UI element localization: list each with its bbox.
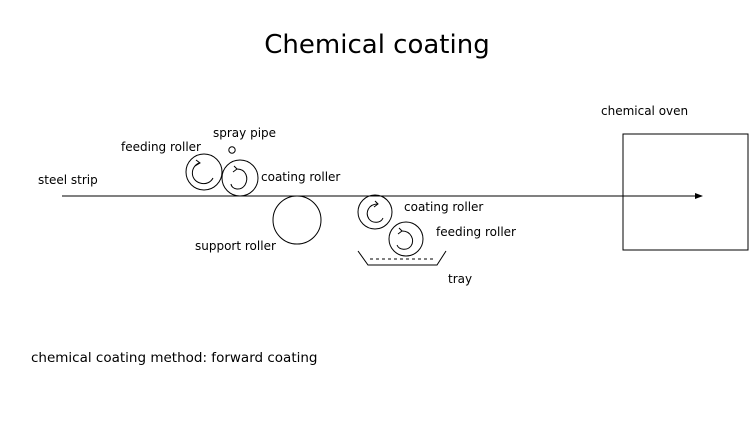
chemical-oven-box (622, 133, 749, 251)
tray-label: tray (448, 272, 472, 286)
coating-roller-top-label: coating roller (261, 170, 340, 184)
feeding-roller-bottom (388, 221, 424, 257)
arrowhead-icon (397, 227, 403, 235)
arrowhead-icon (373, 200, 379, 208)
feeding-roller-top-label: feeding roller (121, 140, 201, 154)
arrowhead-icon (232, 165, 238, 173)
support-roller-label: support roller (195, 239, 276, 253)
rotation-arrow-icon (366, 203, 384, 223)
feeding-roller-bottom-label: feeding roller (436, 225, 516, 239)
tray (357, 250, 447, 266)
method-caption: chemical coating method: forward coating (31, 350, 318, 366)
coating-roller-bottom (357, 194, 393, 230)
spray-pipe-label: spray pipe (213, 126, 276, 140)
chemical-oven-label: chemical oven (601, 104, 688, 118)
diagram-title: Chemical coating (264, 30, 489, 60)
support-roller (272, 195, 322, 245)
rotation-arrow-icon (230, 168, 248, 190)
feeding-roller-top (185, 153, 223, 191)
rotation-arrow-icon (191, 162, 214, 185)
rotation-arrow-icon (396, 230, 414, 250)
coating-roller-top (221, 159, 259, 197)
steel-strip-label: steel strip (38, 173, 98, 187)
arrowhead-icon (194, 159, 201, 167)
coating-roller-bottom-label: coating roller (404, 200, 483, 214)
spray-pipe-icon (228, 146, 236, 154)
